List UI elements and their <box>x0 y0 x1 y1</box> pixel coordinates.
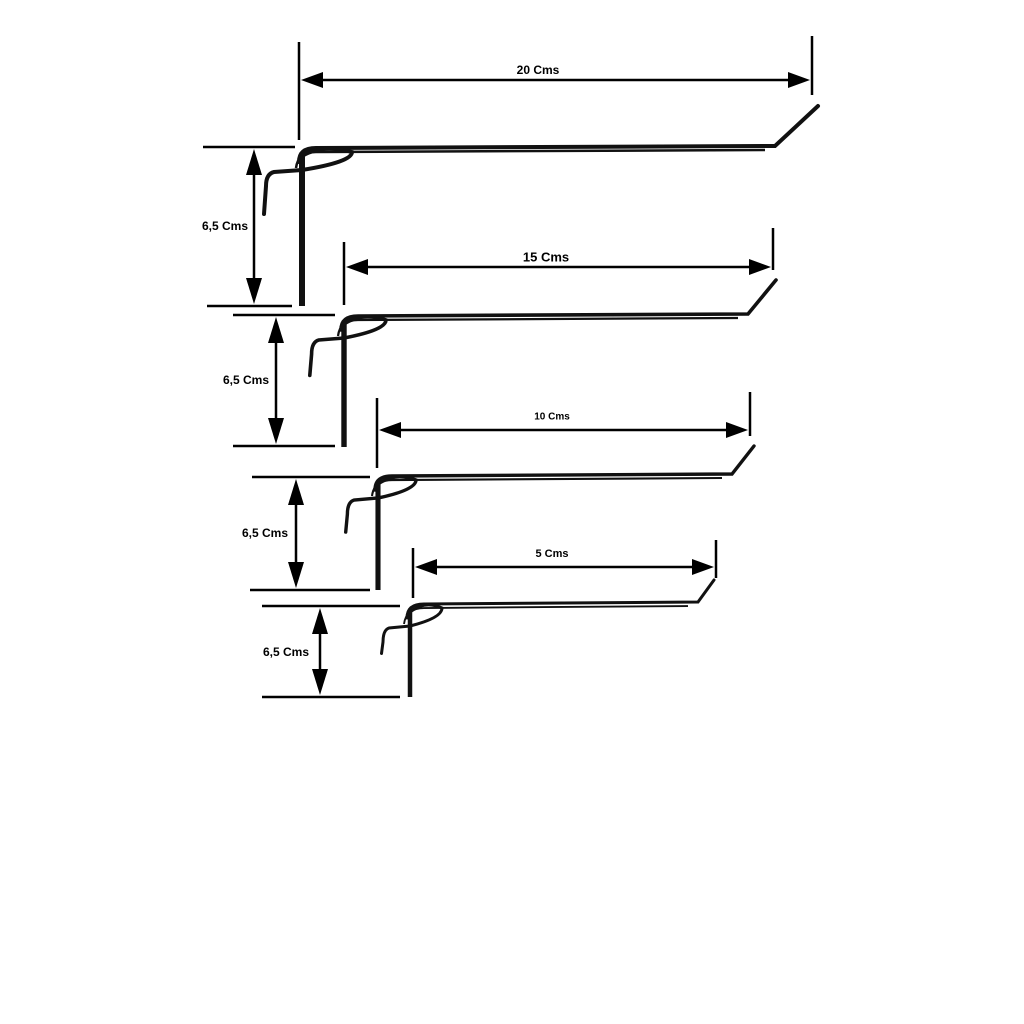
hook-20cm-arm <box>297 104 820 164</box>
hook-15cm-back-hook <box>308 315 388 378</box>
height-label-10cm: 6,5 Cms <box>241 526 289 540</box>
hook-15cm-arm <box>339 278 778 332</box>
hook-20cm-back-hook <box>262 146 355 216</box>
hook-20cm-length-dimension-arrowhead-left <box>301 72 323 88</box>
length-label-10cm: 10 Cms <box>534 411 570 423</box>
hook-10cm-height-dimension-arrowhead-top <box>288 479 304 505</box>
hook-10cm-back-hook <box>344 475 418 534</box>
hook-5cm-height-dimension-arrowhead-top <box>312 608 328 634</box>
hook-15cm-height-dimension-arrowhead-top <box>268 317 284 343</box>
length-label-15cm: 15 Cms <box>522 249 570 265</box>
hook-20cm-height-dimension-arrowhead-bottom <box>246 278 262 304</box>
height-label-15cm: 6,5 Cms <box>222 373 270 387</box>
hook-10cm-length-dimension-arrowhead-right <box>726 422 748 438</box>
length-label-20cm: 20 Cms <box>516 63 560 77</box>
length-label-5cm: 5 Cms <box>535 548 569 560</box>
hook-10cm-arm <box>373 444 756 492</box>
hook-15cm-arm-inner <box>336 316 739 337</box>
hook-20cm-arm-inner <box>294 148 766 169</box>
hook-15cm-height-dimension-arrowhead-bottom <box>268 418 284 444</box>
hook-10cm-length-dimension-arrowhead-left <box>379 422 401 438</box>
hook-15cm-length-dimension-arrowhead-right <box>749 259 771 275</box>
hook-10cm-height-dimension-arrowhead-bottom <box>288 562 304 588</box>
height-label-5cm: 6,5 Cms <box>262 645 310 659</box>
hook-10cm-arm-inner <box>370 476 723 497</box>
hook-5cm-arm <box>405 578 716 620</box>
hook-5cm-arm-inner <box>403 605 689 625</box>
hook-5cm-length-dimension-arrowhead-left <box>415 559 437 575</box>
hook-5cm-back-hook <box>380 603 444 655</box>
hook-15cm-length-dimension-arrowhead-left <box>346 259 368 275</box>
hook-5cm-length-dimension-arrowhead-right <box>692 559 714 575</box>
hook-20cm-height-dimension-arrowhead-top <box>246 149 262 175</box>
height-label-20cm: 6,5 Cms <box>201 219 249 233</box>
hook-20cm-length-dimension-arrowhead-right <box>788 72 810 88</box>
hook-5cm-height-dimension-arrowhead-bottom <box>312 669 328 695</box>
